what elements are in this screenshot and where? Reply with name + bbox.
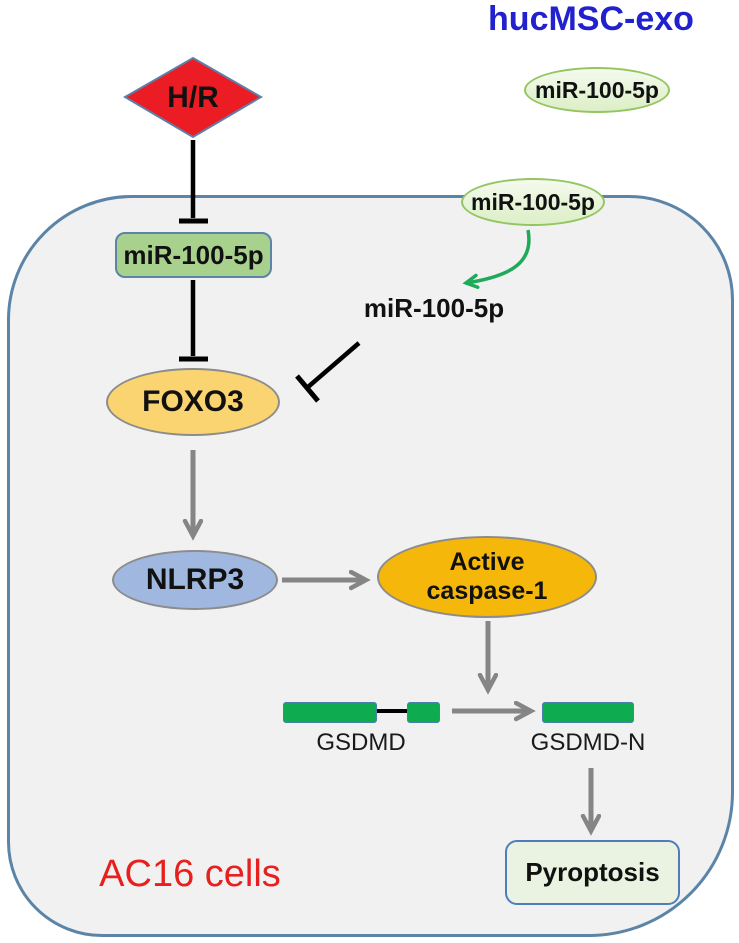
foxo3-ellipse: FOXO3 xyxy=(106,368,280,436)
ac16-cells-label: AC16 cells xyxy=(99,853,281,895)
hr-diamond-label: H/R xyxy=(167,80,219,114)
exosome-mir-label-membrane: miR-100-5p xyxy=(471,188,595,215)
nlrp3-label: NLRP3 xyxy=(145,563,245,596)
edge-freemir-inhibits-foxo3 xyxy=(306,341,361,389)
gsdmd-bar-small xyxy=(407,702,440,723)
figure-title: hucMSC-exo xyxy=(488,0,694,38)
active-caspase1-label-line2: caspase-1 xyxy=(426,577,548,605)
hr-diamond-shape xyxy=(123,56,263,139)
gsdmd-label: GSDMD xyxy=(316,729,406,756)
pyroptosis-label: Pyroptosis xyxy=(525,857,660,887)
pyroptosis-box: Pyroptosis xyxy=(505,840,680,905)
gsdmdn-label: GSDMD-N xyxy=(530,729,646,756)
nlrp3-ellipse: NLRP3 xyxy=(112,550,278,610)
exosome-mir-ellipse-top: miR-100-5p xyxy=(524,67,670,113)
mir-100-5p-box: miR-100-5p xyxy=(115,232,272,278)
exosome-mir-label-top: miR-100-5p xyxy=(535,76,659,103)
exosome-mir-ellipse-membrane: miR-100-5p xyxy=(461,178,605,226)
edge-exosome-delivers-mir xyxy=(462,229,531,290)
mir-100-5p-free-label: miR-100-5p xyxy=(363,292,505,323)
active-caspase1-label-line1: Active xyxy=(449,547,525,576)
edge-freemir-inhibits-foxo3-tbar xyxy=(295,374,320,403)
gsdmdn-bar xyxy=(542,702,634,723)
active-caspase1-ellipse: Active caspase-1 xyxy=(377,536,597,618)
mir-100-5p-box-label: miR-100-5p xyxy=(123,239,264,270)
foxo3-label: FOXO3 xyxy=(142,385,244,418)
gsdmd-bar-large xyxy=(283,702,377,723)
